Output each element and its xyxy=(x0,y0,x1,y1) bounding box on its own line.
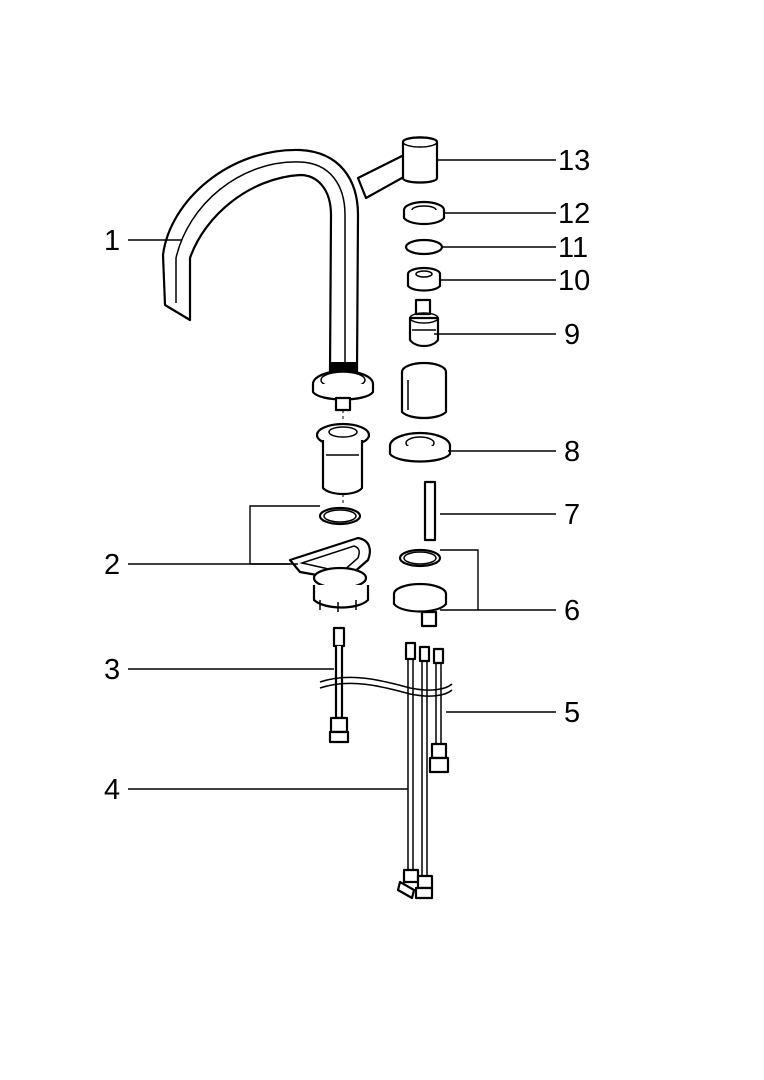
rod xyxy=(423,480,437,542)
callout-2: 2 xyxy=(104,549,120,581)
callout-4: 4 xyxy=(104,774,120,806)
callout-6: 6 xyxy=(564,595,580,627)
sleeve xyxy=(400,361,448,420)
base-assembly xyxy=(288,506,371,612)
break-line xyxy=(319,676,453,691)
callout-13: 13 xyxy=(558,145,590,177)
o-ring-small xyxy=(404,238,444,256)
spout-connector xyxy=(315,396,371,506)
callout-3: 3 xyxy=(104,654,120,686)
callout-12: 12 xyxy=(558,198,590,230)
cartridge xyxy=(408,298,440,348)
callout-1: 1 xyxy=(104,225,120,257)
callout-9: 9 xyxy=(564,319,580,351)
mounting-assembly xyxy=(392,548,448,628)
callout-8: 8 xyxy=(564,436,580,468)
callout-10: 10 xyxy=(558,265,590,297)
callout-11: 11 xyxy=(558,232,588,264)
callout-5: 5 xyxy=(564,697,580,729)
leader-lines xyxy=(128,159,556,790)
hose-bundle xyxy=(396,641,450,900)
handle-lever xyxy=(356,136,439,200)
nut xyxy=(406,266,442,292)
spout xyxy=(161,148,375,401)
callout-7: 7 xyxy=(564,499,580,531)
escutcheon xyxy=(388,431,452,463)
cap-ring xyxy=(402,200,446,226)
single-hose xyxy=(328,626,350,744)
